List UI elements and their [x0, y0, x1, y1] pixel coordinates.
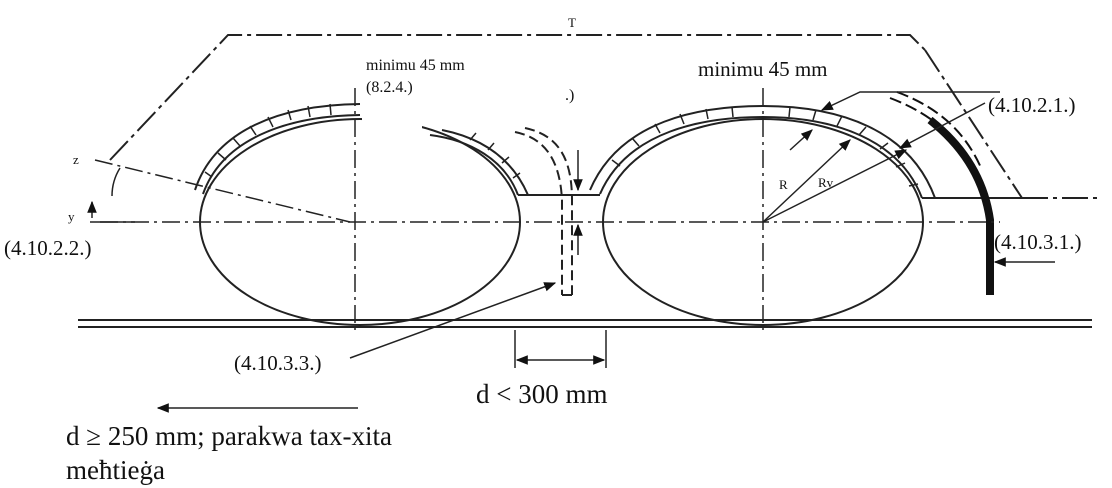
right-spray-flap [889, 91, 994, 295]
left-mudguard [194, 103, 361, 195]
ground-line [78, 319, 1092, 328]
min-45-leader-right [820, 91, 1000, 111]
axis-z-label: z [73, 152, 79, 167]
diagram-gap [362, 100, 422, 225]
ref-4-10-3-1-label: (4.10.3.1.) [994, 230, 1082, 254]
ref-8-2-4-label: (8.2.4.) [366, 79, 413, 96]
d-ge-250-label-line2: meħtieġa [66, 455, 165, 485]
axis-y-label: y [68, 209, 75, 224]
leader-4-10-3-3 [349, 282, 557, 359]
leader-4-10-2-1 [898, 102, 986, 149]
width-t-label: T [568, 15, 576, 30]
radius-lines [762, 129, 908, 223]
min-45-left-paren: .) [565, 87, 575, 104]
d-less-300-label: d < 300 mm [476, 379, 608, 409]
dimension-d-300 [514, 330, 607, 368]
angle-lines [87, 159, 351, 223]
spray-device-center [514, 127, 573, 296]
radius-rv-label: Rv [818, 175, 834, 190]
min-45-left-label: minimu 45 mm [366, 57, 465, 74]
center-lines [100, 88, 1000, 330]
radius-r-label: R [779, 177, 788, 192]
ref-4-10-2-2-label: (4.10.2.2.) [4, 236, 92, 260]
ref-4-10-3-3-label: (4.10.3.3.) [234, 351, 322, 375]
center-mudguard [429, 129, 600, 196]
ref-4-10-2-1-label: (4.10.2.1.) [988, 93, 1076, 117]
min-45-right-label: minimu 45 mm [698, 57, 828, 81]
d-ge-250-label-line1: d ≥ 250 mm; parakwa tax-xita [66, 421, 392, 451]
width-t-bracket [109, 34, 1100, 199]
